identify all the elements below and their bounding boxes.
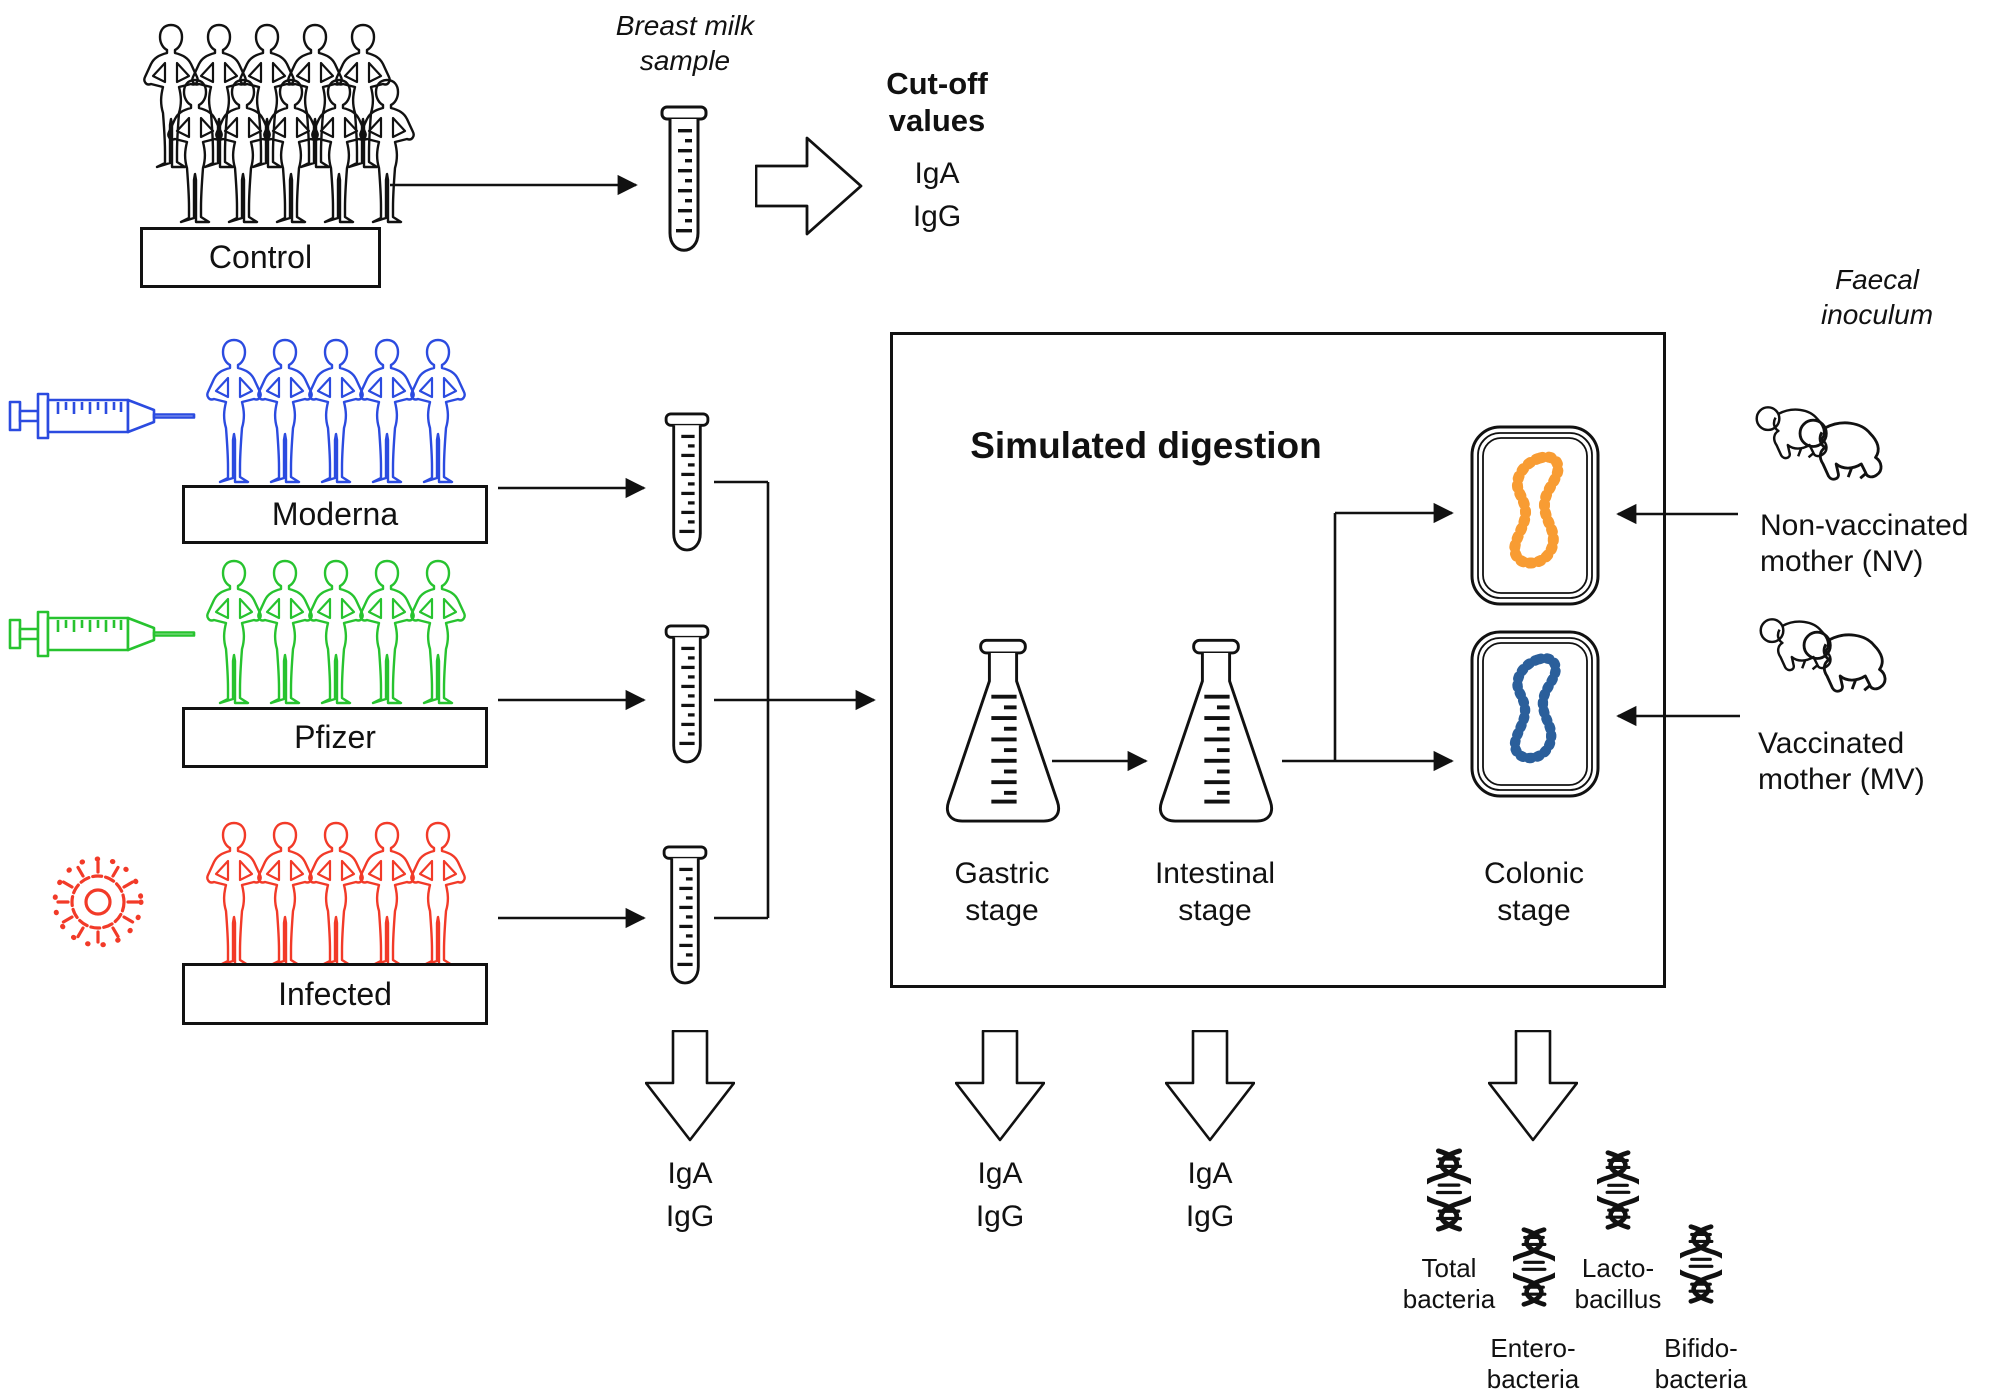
dna-entero-label: Entero- bacteria bbox=[1486, 1333, 1580, 1394]
infected-tube-icon bbox=[658, 845, 712, 997]
infected-label-box: Infected bbox=[182, 963, 488, 1025]
intestinal-label: Intestinal stage bbox=[1154, 857, 1276, 927]
intestinal-output-labels: IgA IgG bbox=[1186, 1152, 1234, 1238]
pfizer-figures-icon bbox=[195, 558, 477, 708]
infected-label: Infected bbox=[278, 975, 392, 1012]
dna-lacto-label: Lacto- bacillus bbox=[1574, 1253, 1662, 1314]
milk-iga: IgA bbox=[667, 1157, 713, 1190]
control-label: Control bbox=[208, 239, 313, 275]
dna-lacto-icon bbox=[1597, 1140, 1639, 1240]
babies-mv-icon bbox=[1756, 614, 1908, 714]
moderna-figures-icon bbox=[195, 337, 477, 487]
intestinal-output-arrow-icon bbox=[1165, 1030, 1255, 1142]
cutoff-igg: IgG bbox=[912, 200, 962, 233]
pfizer-label: Pfizer bbox=[294, 719, 376, 755]
gastric-output-labels: IgA IgG bbox=[976, 1152, 1024, 1238]
gastric-output-arrow-icon bbox=[955, 1030, 1045, 1142]
breast-milk-label: Breast milk sample bbox=[615, 10, 755, 76]
block-arrow-right-icon bbox=[755, 128, 867, 242]
gastric-label: Gastric stage bbox=[954, 857, 1050, 927]
moderna-syringe-icon bbox=[8, 386, 196, 446]
dna-entero-icon bbox=[1513, 1218, 1555, 1316]
gastric-igg: IgG bbox=[975, 1200, 1025, 1233]
milk-igg: IgG bbox=[665, 1200, 715, 1233]
gastric-iga: IgA bbox=[977, 1157, 1023, 1190]
intestinal-flask-icon bbox=[1148, 638, 1284, 836]
moderna-tube-icon bbox=[660, 412, 714, 564]
moderna-label: Moderna bbox=[271, 496, 399, 532]
milk-output-labels: IgA IgG bbox=[666, 1152, 714, 1238]
babies-nv-icon bbox=[1752, 402, 1904, 502]
virus-icon bbox=[46, 850, 150, 954]
cutoff-title: Cut-off values bbox=[886, 66, 988, 138]
simulated-digestion-box bbox=[890, 332, 1666, 988]
control-figures-icon bbox=[132, 22, 428, 228]
control-label-box: Control bbox=[140, 227, 381, 288]
colonic-output-arrow-icon bbox=[1488, 1030, 1578, 1142]
dna-total-icon bbox=[1427, 1140, 1471, 1240]
pfizer-label-box: Pfizer bbox=[182, 707, 488, 768]
colonic-label: Colonic stage bbox=[1483, 857, 1585, 927]
dna-total-label: Total bacteria bbox=[1402, 1253, 1496, 1314]
mv-label: Vaccinated mother (MV) bbox=[1758, 727, 1925, 796]
faecal-inoculum-label: Faecal inoculum bbox=[1820, 264, 1934, 330]
pfizer-syringe-icon bbox=[8, 604, 196, 664]
nv-label: Non-vaccinated mother (NV) bbox=[1760, 509, 1969, 578]
infected-figures-icon bbox=[195, 820, 477, 970]
pfizer-tube-icon bbox=[660, 624, 714, 776]
cutoff-values: IgA IgG bbox=[913, 152, 961, 238]
moderna-label-box: Moderna bbox=[182, 485, 488, 544]
sim-title: Simulated digestion bbox=[970, 425, 1322, 466]
cutoff-iga: IgA bbox=[914, 157, 960, 190]
intestinal-igg: IgG bbox=[1185, 1200, 1235, 1233]
dna-bifido-label: Bifido- bacteria bbox=[1654, 1333, 1748, 1394]
gastric-flask-icon bbox=[935, 638, 1071, 836]
milk-output-arrow-icon bbox=[645, 1030, 735, 1142]
control-tube-icon bbox=[656, 105, 712, 265]
colonic-vessel-mv bbox=[1468, 628, 1602, 800]
dna-bifido-icon bbox=[1680, 1215, 1722, 1313]
colonic-vessel-nv bbox=[1468, 423, 1602, 608]
intestinal-iga: IgA bbox=[1187, 1157, 1233, 1190]
